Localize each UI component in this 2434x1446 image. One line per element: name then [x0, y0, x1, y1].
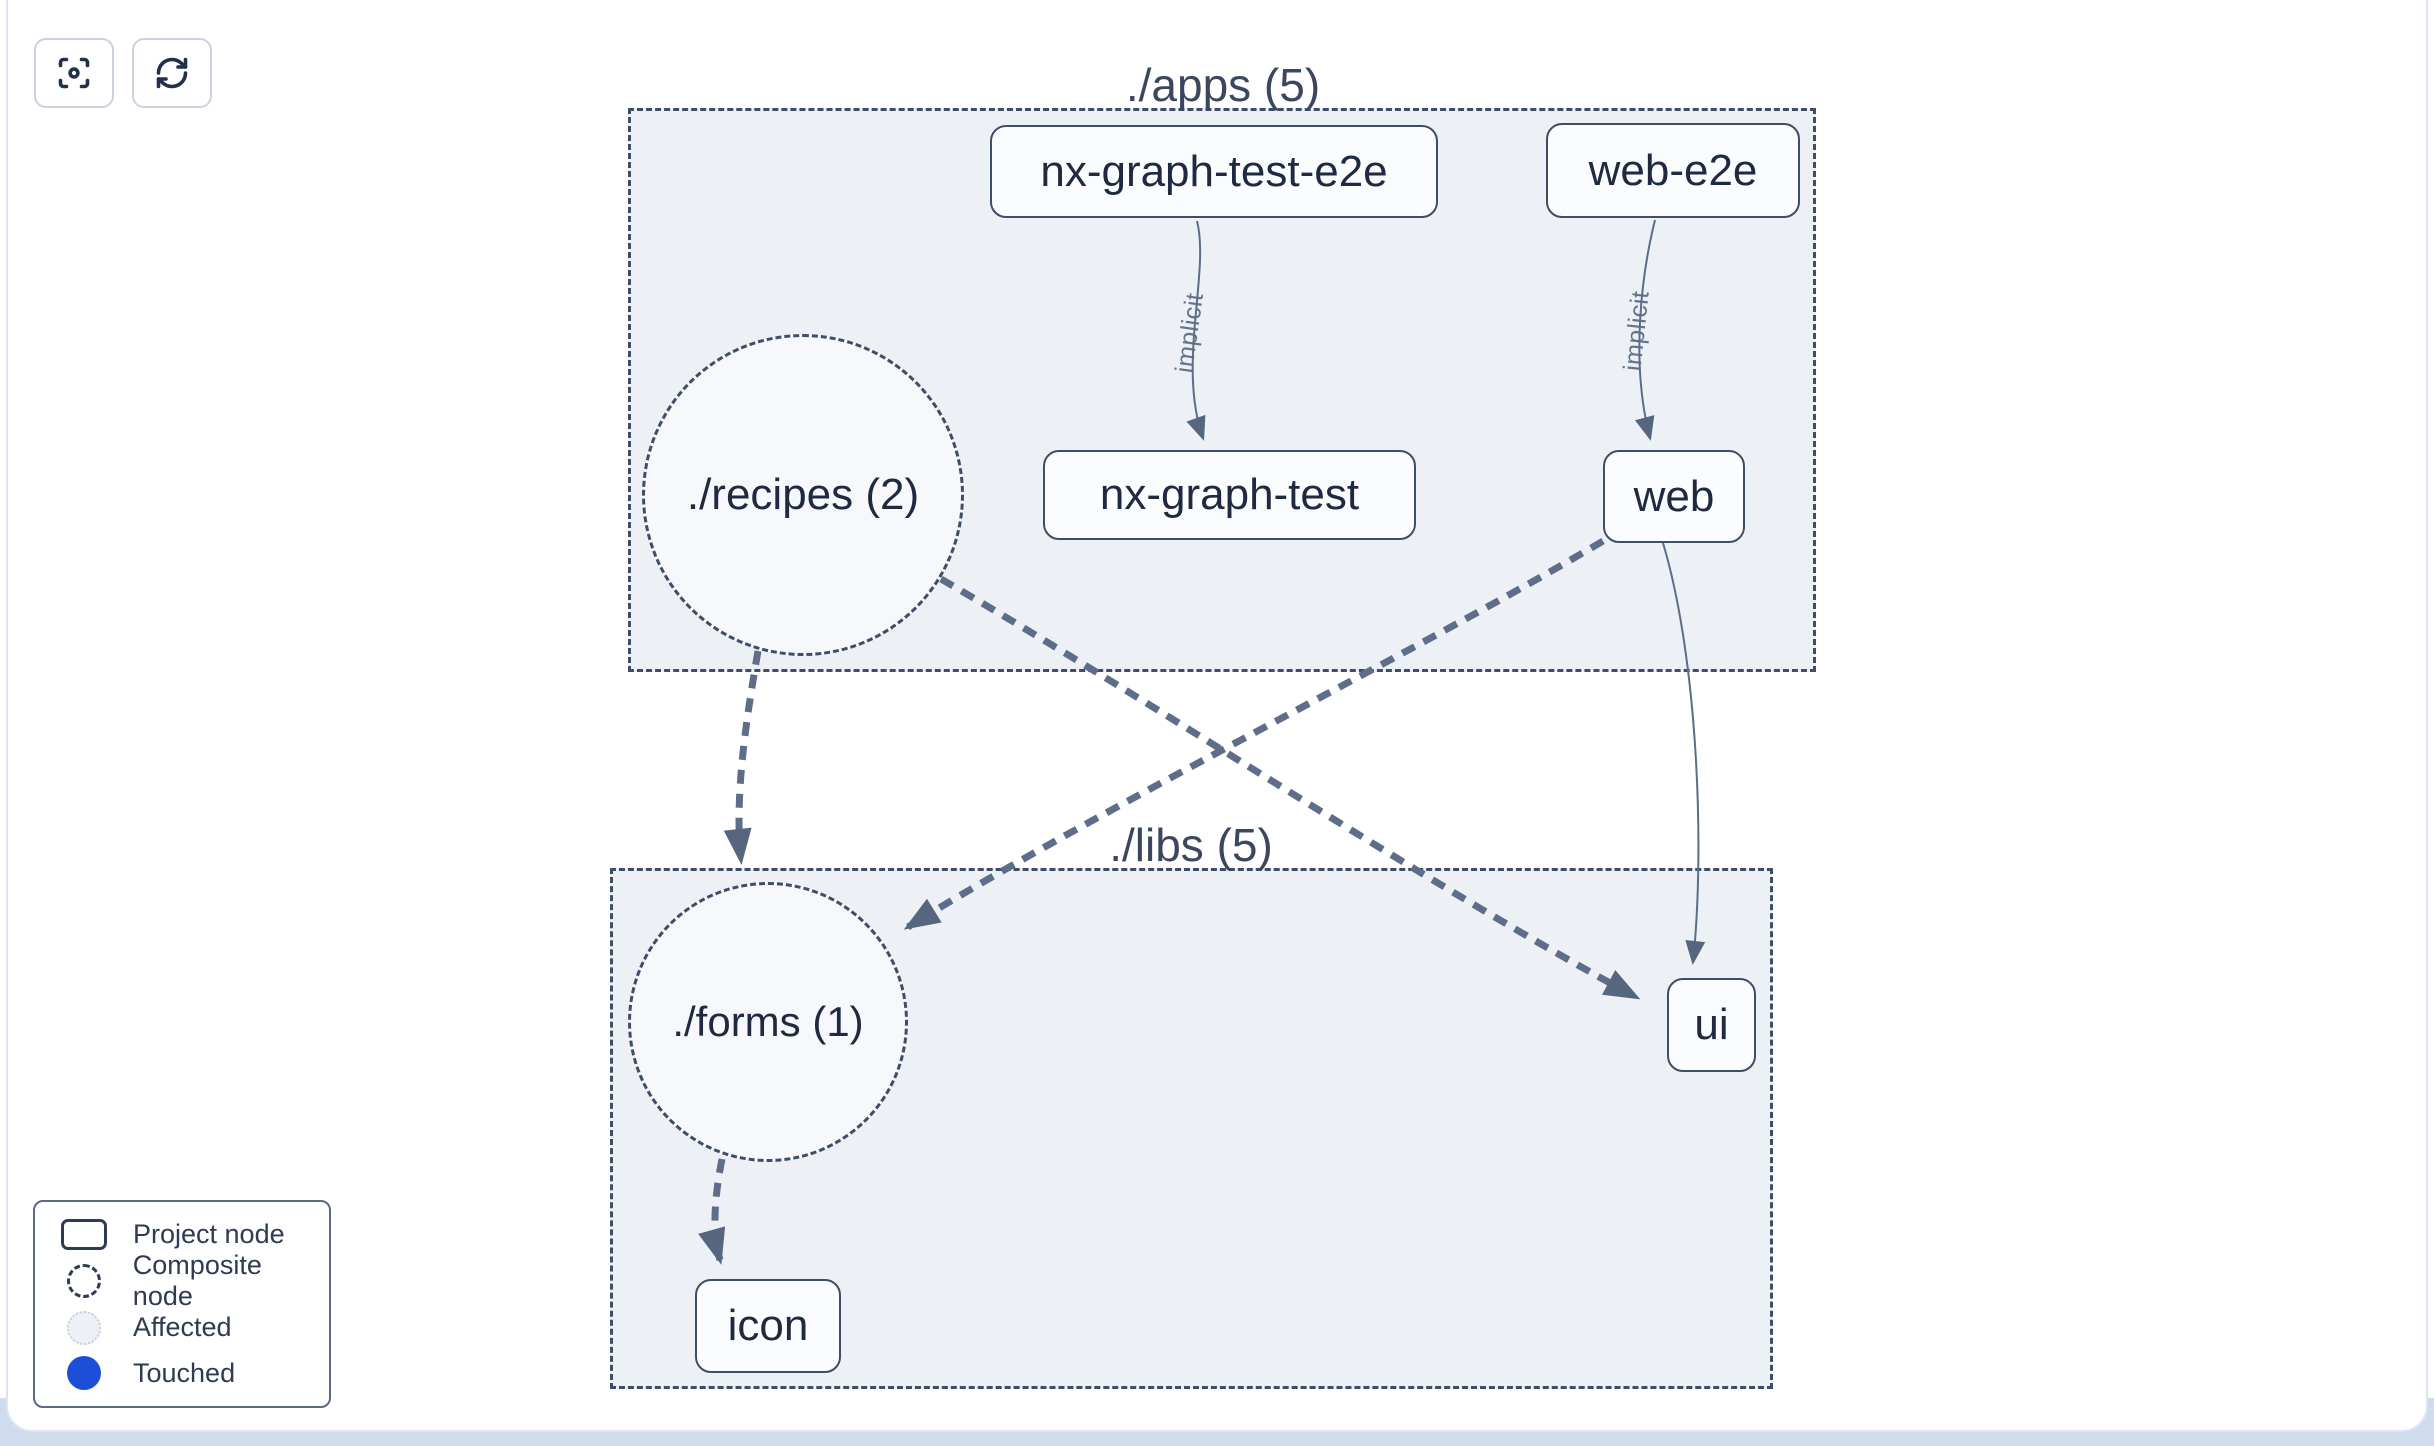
project-node-nx-graph-test-label: nx-graph-test: [1099, 470, 1360, 519]
composite-node-swatch: [66, 1264, 101, 1299]
composite-node-recipes-label: ./recipes (2): [686, 470, 920, 519]
legend-item-affected: Affected: [35, 1305, 329, 1351]
project-node-web-label: web: [1633, 471, 1715, 521]
refresh-graph-button[interactable]: [132, 38, 212, 108]
project-node-nx-graph-test-e2e-label: nx-graph-test-e2e: [1040, 146, 1388, 196]
legend-item-touched: Touched: [35, 1350, 329, 1396]
touched-swatch: [67, 1356, 101, 1391]
project-node-web-e2e-label: web-e2e: [1588, 145, 1758, 195]
focus-graph-button[interactable]: [34, 38, 114, 108]
project-node-web-e2e[interactable]: web-e2e: [1546, 123, 1800, 218]
project-node-ui[interactable]: ui: [1667, 978, 1756, 1072]
project-node-web[interactable]: web: [1603, 450, 1745, 543]
composite-node-recipes[interactable]: ./recipes (2): [642, 334, 964, 656]
legend-label: Affected: [133, 1312, 232, 1342]
project-node-nx-graph-test-e2e[interactable]: nx-graph-test-e2e: [990, 125, 1438, 218]
group-libs-title: ./libs (5): [1109, 819, 1273, 871]
legend-label: Project node: [133, 1219, 285, 1250]
composite-node-forms-label: ./forms (1): [672, 998, 864, 1045]
legend-label: Touched: [133, 1357, 236, 1388]
project-node-icon-label: icon: [727, 1301, 809, 1350]
group-apps-title: ./apps (5): [1125, 59, 1321, 111]
legend-item-project-node: Project node: [35, 1212, 329, 1258]
project-node-swatch: [61, 1219, 107, 1251]
focus-center-icon: [56, 55, 92, 91]
composite-node-forms[interactable]: ./forms (1): [628, 882, 908, 1162]
legend-label: Composite node: [132, 1250, 262, 1312]
project-node-ui-label: ui: [1694, 1000, 1729, 1049]
legend: Project node Composite node Affected Tou…: [33, 1200, 331, 1408]
legend-item-composite-node: Composite node: [35, 1250, 329, 1311]
project-node-nx-graph-test[interactable]: nx-graph-test: [1043, 450, 1416, 540]
refresh-icon: [154, 55, 190, 91]
project-node-icon[interactable]: icon: [695, 1279, 841, 1373]
affected-swatch: [67, 1310, 101, 1345]
